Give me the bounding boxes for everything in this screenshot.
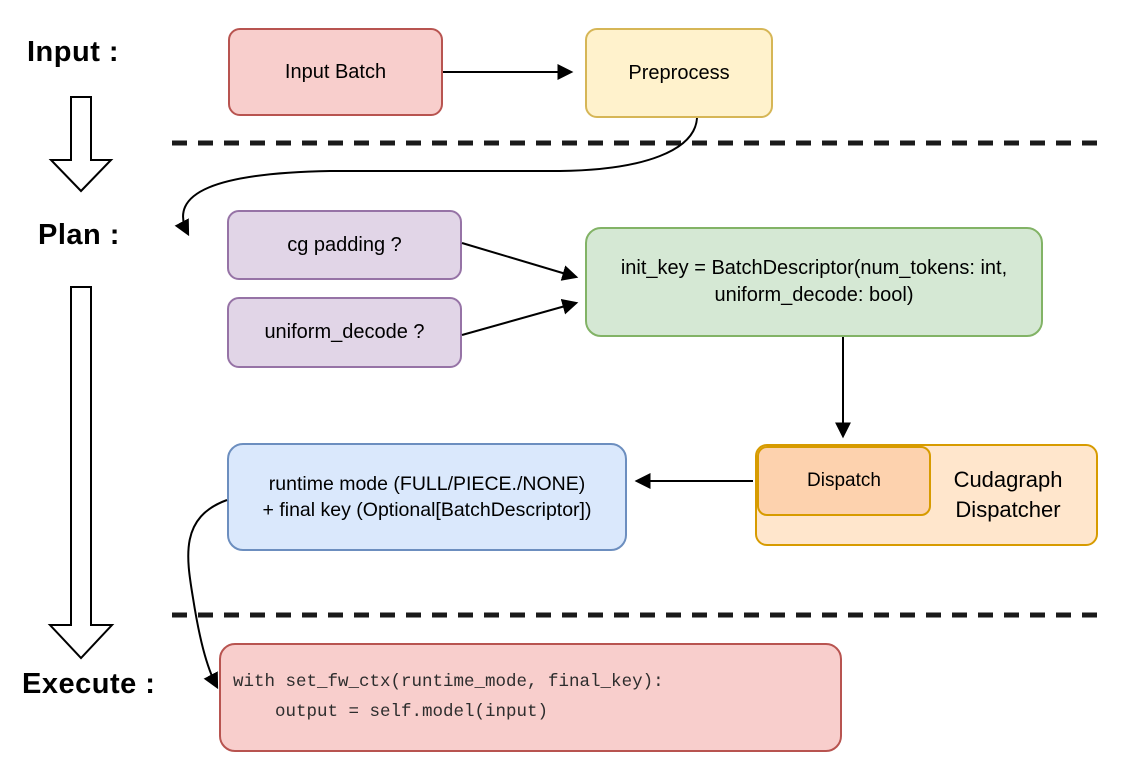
preprocess-label: Preprocess	[628, 61, 730, 84]
cudagraph-label-line1: Cudagraph	[953, 467, 1063, 493]
execute-code-node: with set_fw_ctx(runtime_mode, final_key)…	[219, 643, 842, 752]
cg-padding-label: cg padding ?	[287, 233, 402, 256]
uniform-decode-node: uniform_decode ?	[227, 297, 462, 368]
connector-cgpadding-initkey	[461, 242, 579, 281]
dispatch-node: Dispatch	[757, 446, 931, 516]
runtime-mode-node: runtime mode (FULL/PIECE./NONE) + final …	[227, 443, 627, 551]
input-batch-node: Input Batch	[228, 28, 443, 116]
cudagraph-dispatcher-label: Cudagraph Dispatcher	[928, 446, 1088, 544]
init-key-node: init_key = BatchDescriptor(num_tokens: i…	[585, 227, 1043, 337]
preprocess-node: Preprocess	[585, 28, 773, 118]
stage-label-input: Input :	[27, 36, 120, 68]
execute-code-line2: output = self.model(input)	[233, 701, 549, 722]
connector-uniformdecode-initkey	[461, 298, 579, 336]
runtime-mode-text-line2: + final key (Optional[BatchDescriptor])	[262, 499, 592, 521]
runtime-mode-text-line1: runtime mode (FULL/PIECE./NONE)	[268, 472, 586, 495]
plan-to-execute-arrow	[47, 286, 115, 660]
init-key-text-line1: init_key = BatchDescriptor(num_tokens: i…	[620, 257, 1008, 279]
input-to-plan-arrow	[48, 96, 114, 193]
execute-code-line1: with set_fw_ctx(runtime_mode, final_key)…	[233, 671, 664, 692]
input-batch-label: Input Batch	[284, 60, 387, 83]
cg-padding-node: cg padding ?	[227, 210, 462, 280]
stage-label-execute: Execute :	[22, 668, 156, 700]
stage-label-plan: Plan :	[38, 219, 120, 251]
init-key-text-line2: uniform_decode: bool)	[714, 284, 914, 306]
uniform-decode-label: uniform_decode ?	[264, 321, 425, 343]
dispatch-label: Dispatch	[807, 470, 881, 492]
cudagraph-label-line2: Dispatcher	[955, 497, 1061, 522]
